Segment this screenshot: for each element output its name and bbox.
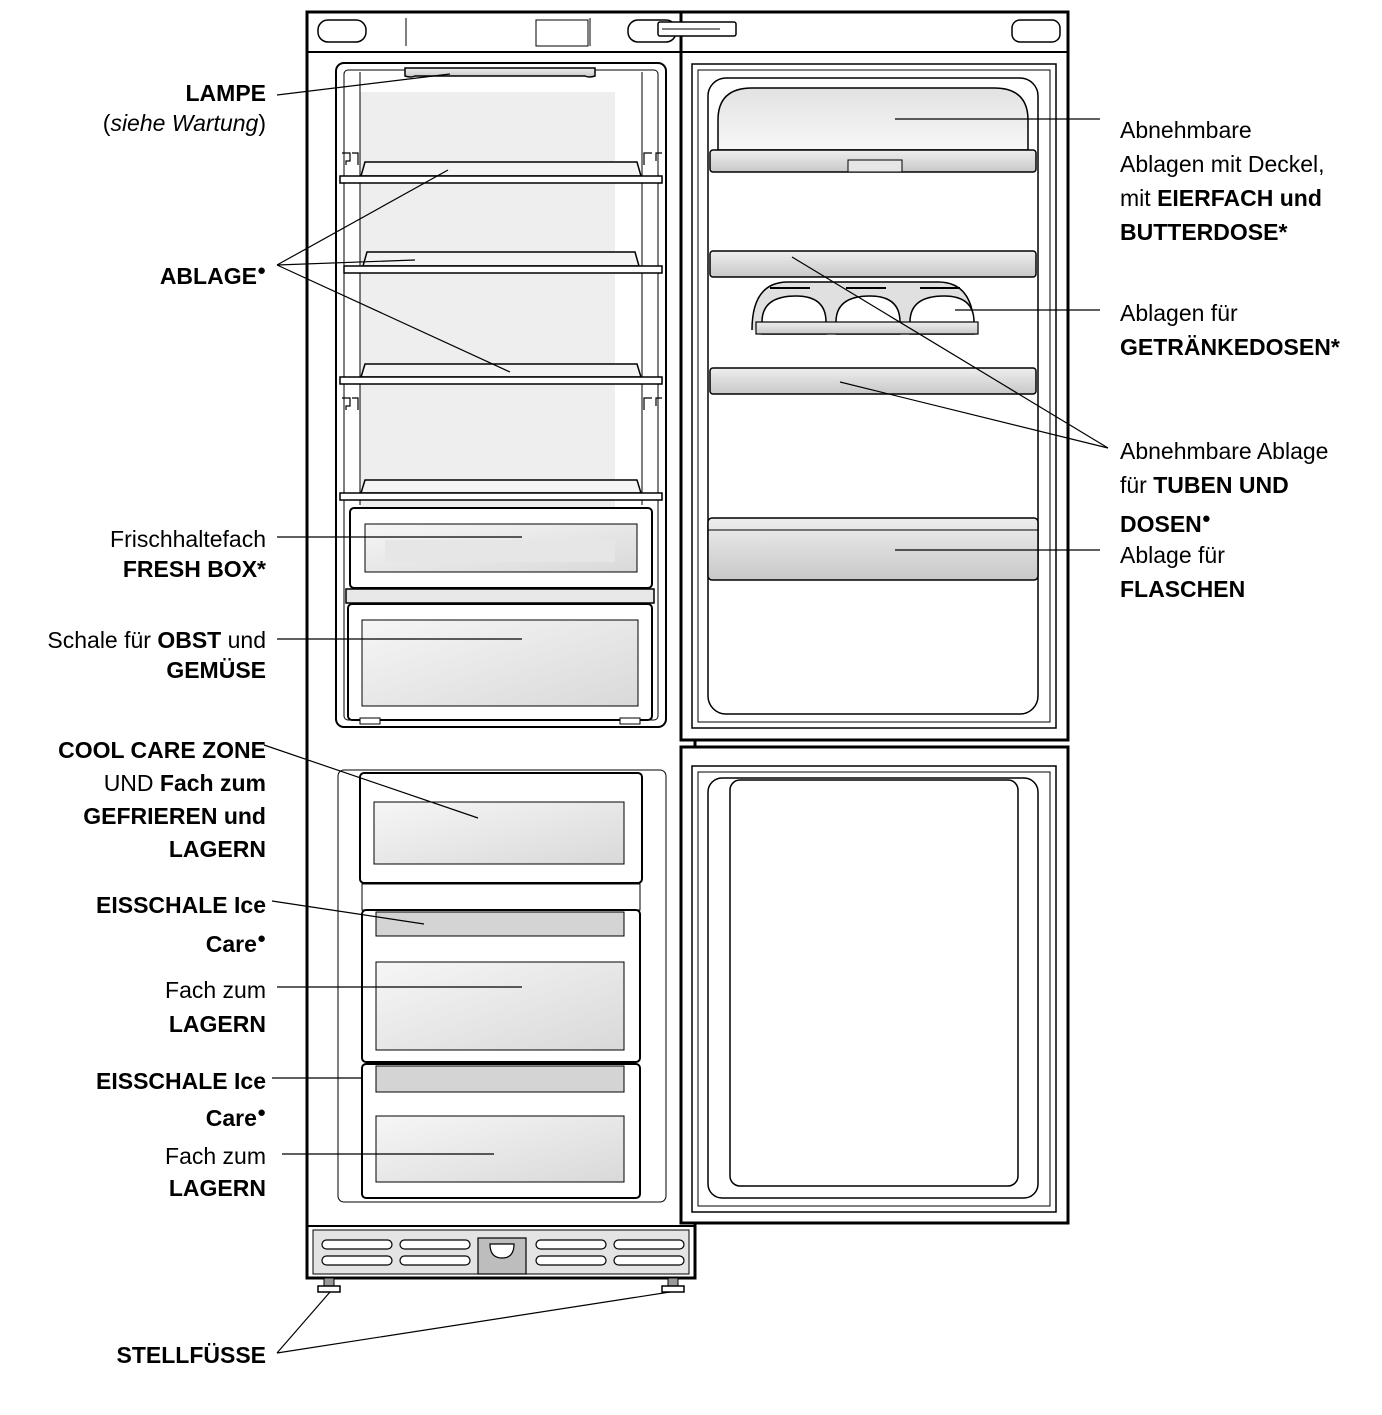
label-lid-shelves: Abnehmbare Ablagen mit Deckel, mit EIERF… [1120,113,1325,249]
fruit-vegetable-drawer [345,588,655,725]
feet [317,1277,685,1293]
bottle-shelf [707,517,1039,581]
label-fruit-veg-b2: GEMÜSE [166,657,266,683]
label-cool-care-line1: COOL CARE ZONE [58,737,266,763]
leader-lines [263,73,1109,1354]
label-ice-tray-1-line1: EISSCHALE Ice [96,892,266,918]
freezer-compartment [337,769,667,1203]
glass-shelf-1 [339,161,663,184]
label-ice-tray-1-mark: ● [256,930,266,947]
label-fruit-veg-b1: OBST [157,627,222,653]
label-shelf-title: ABLAGE [159,263,257,289]
label-lid-shelves-line4: BUTTERDOSE* [1120,219,1288,245]
label-storage-2: Fach zum LAGERN [165,1140,266,1204]
label-storage-1-line1: Fach zum [165,977,266,1003]
label-shelf: ABLAGE● [160,256,266,291]
label-storage-2-line2: LAGERN [168,1175,266,1201]
lidded-shelf [709,87,1037,173]
label-storage-1-line2: LAGERN [168,1011,266,1037]
label-tube-shelf-mark: ● [1201,510,1211,527]
fresh-box [349,507,653,589]
label-can-shelves-line2: GETRÄNKEDOSEN* [1120,334,1340,360]
label-fruit-veg-mid: und [221,627,266,653]
label-lamp-paren-close: ) [258,110,266,136]
label-fresh-box-line1: Frischhaltefach [110,526,266,552]
label-fruit-veg: Schale für OBST und GEMÜSE [47,625,266,685]
label-fresh-box: Frischhaltefach FRESH BOX* [110,524,266,584]
label-tube-shelf: Abnehmbare Ablage für TUBEN UND DOSEN● [1120,434,1328,541]
label-cool-care-line4: LAGERN [168,836,266,862]
label-storage-2-line1: Fach zum [165,1143,266,1169]
label-bottle-shelf-line1: Ablage für [1120,542,1225,568]
label-feet-title: STELLFÜSSE [116,1342,266,1368]
label-tube-shelf-line3: DOSEN [1120,511,1202,537]
tube-shelf-lower [709,367,1037,395]
label-ice-tray-2-mark: ● [256,1104,266,1121]
label-ice-tray-2-line1: EISSCHALE Ice [96,1068,266,1094]
label-cool-care-line2-bold: Fach zum [159,770,266,796]
label-ice-tray-1: EISSCHALE Ice Care● [96,888,266,961]
label-cool-care-line2-plain: UND [103,770,160,796]
glass-shelf-2 [343,251,663,274]
label-can-shelves-line1: Ablagen für [1120,300,1238,326]
kick-plate [307,1225,695,1275]
can-holders [751,281,979,335]
label-shelf-mark: ● [256,262,266,279]
label-lid-shelves-line3-bold: EIERFACH und [1157,185,1322,211]
label-cool-care: COOL CARE ZONE UND Fach zum GEFRIEREN un… [58,734,266,866]
label-tube-shelf-line2-plain: für [1120,472,1154,498]
glass-shelf-3 [339,363,663,385]
label-lid-shelves-line1: Abnehmbare [1120,117,1252,143]
label-lamp-title: LAMPE [185,80,267,106]
label-fruit-veg-prefix: Schale für [47,627,158,653]
glass-shelf-4 [339,479,663,501]
label-bottle-shelf: Ablage für FLASCHEN [1120,538,1245,606]
label-cool-care-line3: GEFRIEREN und [83,803,266,829]
label-fresh-box-line2: FRESH BOX* [122,556,266,582]
label-storage-1: Fach zum LAGERN [165,973,266,1041]
upper-door [657,10,1070,742]
label-tube-shelf-line1: Abnehmbare Ablage [1120,438,1329,464]
label-lamp: LAMPE (siehe Wartung) [103,78,266,138]
label-feet: STELLFÜSSE [116,1340,266,1370]
label-tube-shelf-line2-bold: TUBEN UND [1153,472,1289,498]
label-can-shelves: Ablagen für GETRÄNKEDOSEN* [1120,296,1340,364]
tube-shelf-upper [709,250,1037,278]
label-lid-shelves-line3-plain: mit [1120,185,1158,211]
label-ice-tray-1-line2: Care [205,931,257,957]
label-bottle-shelf-line2: FLASCHEN [1120,576,1246,602]
label-ice-tray-2-line2: Care [205,1105,257,1131]
lower-door [679,745,1070,1225]
label-ice-tray-2: EISSCHALE Ice Care● [96,1065,266,1134]
label-lid-shelves-line2: Ablagen mit Deckel, [1120,151,1325,177]
fridge-compartment [335,62,667,728]
label-lamp-paren-open: ( [102,110,111,136]
label-lamp-note: siehe Wartung [110,110,259,136]
